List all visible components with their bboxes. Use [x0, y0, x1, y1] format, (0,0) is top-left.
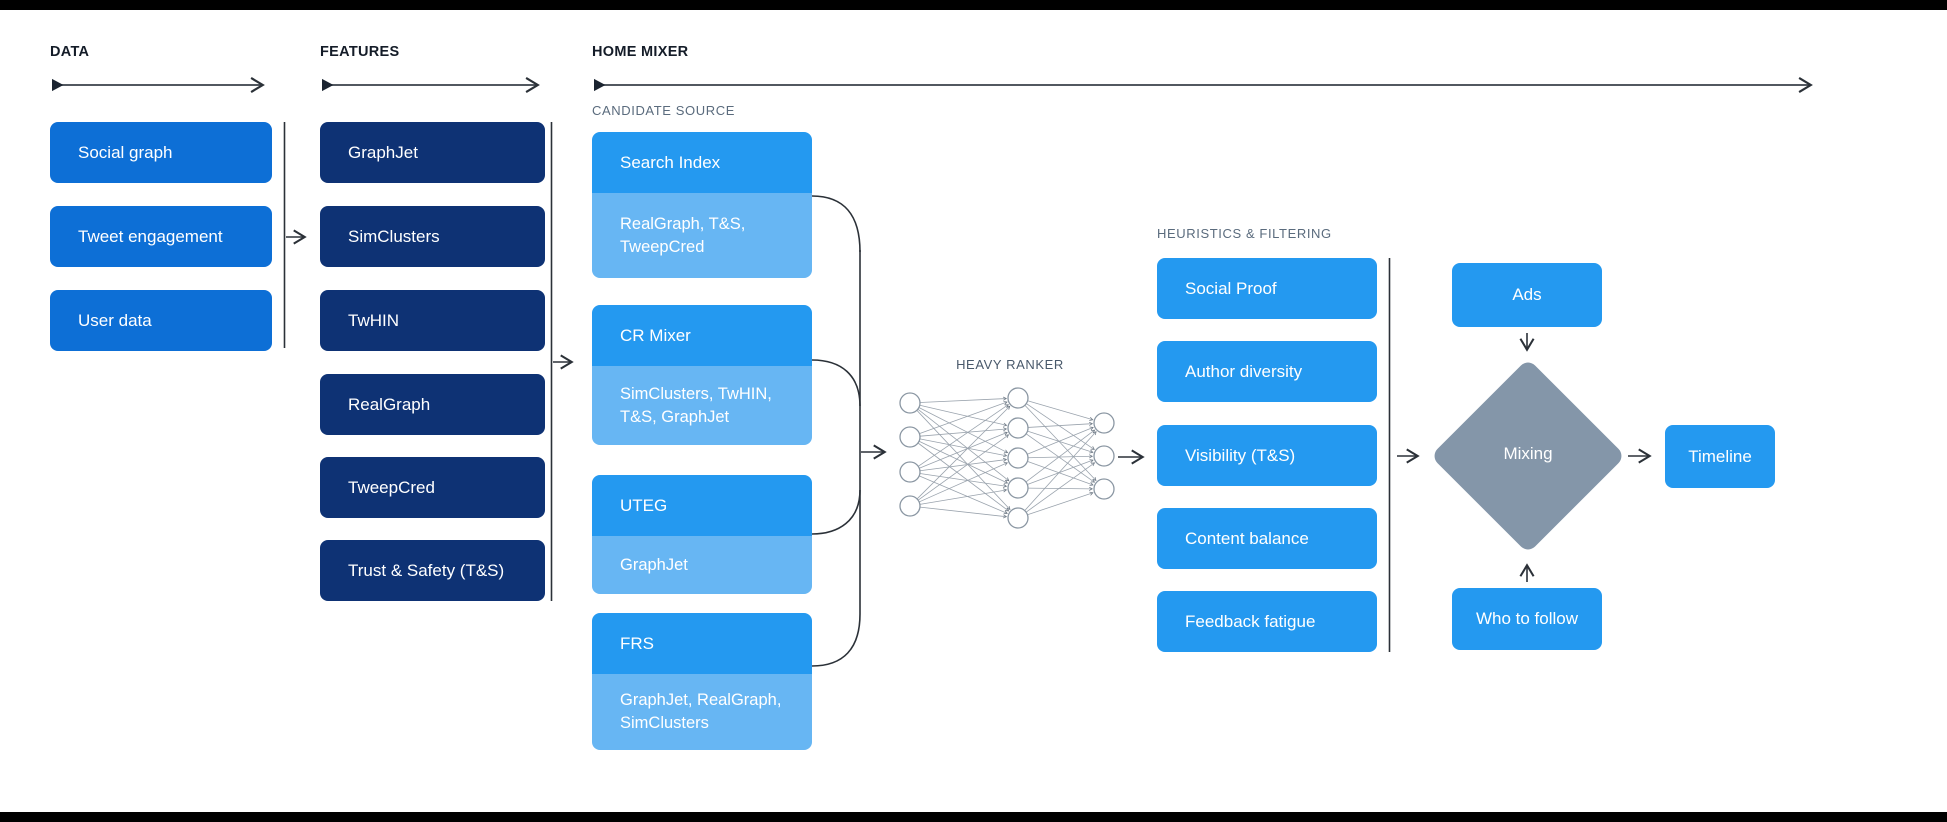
feature-box-tweepcred: TweepCred [320, 457, 545, 518]
mixing-diamond-label: Mixing [1503, 444, 1553, 463]
data-box-label: User data [78, 310, 152, 330]
candidate-sources-label: GraphJet [620, 555, 688, 574]
neural-network-graphic [899, 387, 1115, 529]
candidate-sources-label: SimClusters, TwHIN, T&S, GraphJet [620, 384, 772, 426]
neural-network-node [899, 392, 921, 414]
ads-box: Ads [1452, 263, 1602, 327]
divider-lines [283, 122, 1391, 652]
candidate-name-label: FRS [620, 633, 654, 653]
candidate-group-search-index: Search Index RealGraph, T&S, TweepCred [592, 132, 812, 278]
candidate-group-cr-mixer: CR Mixer SimClusters, TwHIN, T&S, GraphJ… [592, 305, 812, 445]
neural-network-node [899, 495, 921, 517]
who-to-follow-label: Who to follow [1475, 609, 1579, 628]
candidate-name: Search Index [592, 132, 812, 193]
heuristic-box-label: Visibility (T&S) [1185, 445, 1296, 465]
ads-box-label: Ads [1512, 285, 1542, 304]
feature-box-label: TweepCred [348, 477, 435, 497]
candidate-name-label: Search Index [620, 152, 721, 172]
feature-box-trust-safety: Trust & Safety (T&S) [320, 540, 545, 601]
data-box-label: Social graph [78, 142, 173, 162]
feature-box-label: GraphJet [348, 142, 418, 162]
candidate-name: CR Mixer [592, 305, 812, 366]
heuristic-box-label: Feedback fatigue [1185, 611, 1316, 631]
bottom-black-bar [0, 812, 1947, 822]
neural-network-node [1093, 478, 1115, 500]
neural-network-node [1007, 417, 1029, 439]
section-label-home-mixer: HOME MIXER [592, 44, 689, 60]
candidate-group-frs: FRS GraphJet, RealGraph, SimClusters [592, 613, 812, 750]
candidate-sources-label: RealGraph, T&S, TweepCred [620, 214, 746, 256]
candidate-group-uteg: UTEG GraphJet [592, 475, 812, 594]
top-black-bar [0, 0, 1947, 10]
feature-box-label: RealGraph [348, 394, 431, 414]
data-box-social-graph: Social graph [50, 122, 272, 183]
candidate-sources: GraphJet, RealGraph, SimClusters [592, 674, 812, 750]
flow-arrows [286, 229, 1652, 582]
heuristic-box-content-balance: Content balance [1157, 508, 1377, 569]
candidate-sources: GraphJet [592, 536, 812, 594]
neural-network-node [1007, 387, 1029, 409]
feature-box-realgraph: RealGraph [320, 374, 545, 435]
neural-network-node [1007, 447, 1029, 469]
candidate-sources: SimClusters, TwHIN, T&S, GraphJet [592, 366, 812, 445]
data-box-label: Tweet engagement [78, 226, 223, 246]
data-box-tweet-engagement: Tweet engagement [50, 206, 272, 267]
section-label-heavy-ranker: HEAVY RANKER [956, 357, 1064, 372]
timeline-label: Timeline [1688, 446, 1752, 466]
heuristic-box-label: Social Proof [1185, 278, 1277, 298]
timeline-box: Timeline [1665, 425, 1775, 488]
data-box-user-data: User data [50, 290, 272, 351]
section-label-features: FEATURES [320, 44, 400, 60]
heuristic-box-social-proof: Social Proof [1157, 258, 1377, 319]
section-label-candidate-source: CANDIDATE SOURCE [592, 103, 735, 118]
neural-network-node [899, 426, 921, 448]
candidate-name: UTEG [592, 475, 812, 536]
candidate-merge-curves [811, 195, 861, 667]
candidate-sources-label: GraphJet, RealGraph, SimClusters [620, 691, 782, 732]
feature-box-label: SimClusters [348, 226, 440, 246]
candidate-name-label: UTEG [620, 495, 668, 515]
candidate-name: FRS [592, 613, 812, 674]
feature-box-label: TwHIN [348, 310, 399, 330]
section-label-data: DATA [50, 44, 90, 60]
heuristic-box-label: Content balance [1185, 528, 1309, 548]
mixing-diamond [1434, 362, 1622, 550]
heuristic-box-feedback-fatigue: Feedback fatigue [1157, 591, 1377, 652]
feature-box-label: Trust & Safety (T&S) [348, 560, 505, 580]
feature-box-graphjet: GraphJet [320, 122, 545, 183]
neural-network-node [1093, 412, 1115, 434]
neural-network-node [1093, 445, 1115, 467]
feature-box-simclusters: SimClusters [320, 206, 545, 267]
neural-network-node [1007, 477, 1029, 499]
heuristic-box-visibility: Visibility (T&S) [1157, 425, 1377, 486]
neural-network-node [1007, 507, 1029, 529]
candidate-name-label: CR Mixer [620, 325, 691, 345]
heuristic-box-author-diversity: Author diversity [1157, 341, 1377, 402]
section-label-heuristics: HEURISTICS & FILTERING [1157, 226, 1332, 241]
heuristic-box-label: Author diversity [1185, 361, 1303, 381]
neural-network-node [899, 461, 921, 483]
candidate-sources: RealGraph, T&S, TweepCred [592, 193, 812, 278]
who-to-follow-box: Who to follow [1452, 588, 1602, 650]
feature-box-twhin: TwHIN [320, 290, 545, 351]
